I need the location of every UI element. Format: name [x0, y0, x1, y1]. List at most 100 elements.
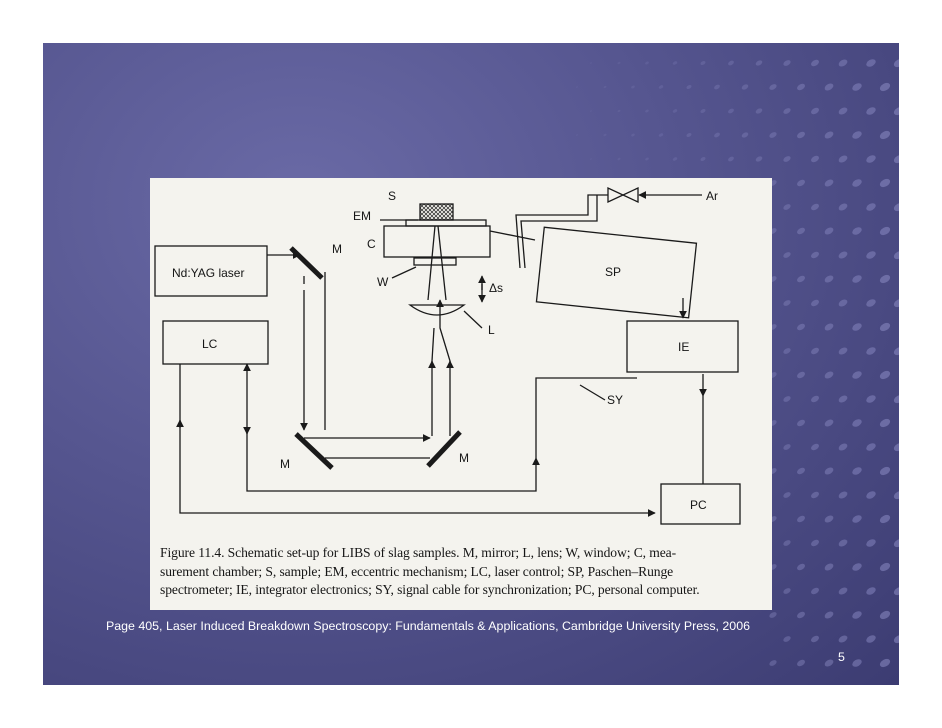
decorative-dot: [686, 84, 692, 90]
decorative-dot: [879, 226, 891, 236]
decorative-dot: [728, 108, 734, 114]
decorative-dot: [893, 634, 899, 644]
decorative-dot: [783, 492, 791, 498]
mirror-bottom-left: [294, 432, 334, 470]
decorative-dot: [852, 275, 862, 283]
computer-box: [660, 483, 741, 525]
slide: Nd:YAG laser LC SP IE PC M M M S EM C W …: [43, 43, 899, 685]
decorative-dot: [575, 86, 579, 88]
decorative-dot: [893, 538, 899, 548]
mirror-bottom-left-label: M: [280, 457, 290, 471]
caption-line: surement chamber; S, sample; EM, eccentr…: [160, 563, 674, 579]
decorative-dot: [589, 158, 593, 160]
decorative-dot: [672, 61, 678, 65]
decorative-dot: [866, 59, 876, 67]
decorative-dot: [879, 322, 891, 332]
decorative-dot: [852, 179, 862, 187]
decorative-dot: [797, 83, 805, 91]
decorative-dot: [797, 467, 805, 475]
decorative-dot: [893, 490, 899, 500]
decorative-dot: [852, 611, 862, 619]
decorative-dot: [824, 659, 834, 667]
decorative-dot: [589, 62, 593, 64]
decorative-dot: [838, 251, 848, 259]
decorative-dot: [879, 82, 891, 92]
decorative-dot: [852, 419, 862, 427]
mirror-top-label: M: [332, 242, 342, 256]
decorative-dot: [893, 202, 899, 212]
decorative-dot: [866, 539, 876, 547]
decorative-dot: [838, 203, 848, 211]
decorative-dot: [879, 610, 891, 620]
decorative-dot: [672, 157, 678, 161]
page-number: 5: [838, 650, 845, 664]
integrator-label: IE: [678, 340, 689, 354]
mirror-bottom-right: [426, 430, 462, 468]
sync-cable-label: SY: [607, 393, 623, 407]
decorative-dot: [783, 348, 791, 354]
decorative-dot: [797, 371, 805, 379]
decorative-dot: [783, 300, 791, 306]
decorative-dot: [741, 84, 749, 90]
decorative-dot: [700, 156, 706, 162]
decorative-dot: [866, 107, 876, 115]
decorative-dot: [838, 491, 848, 499]
decorative-dot: [811, 59, 819, 67]
laser-box: [154, 245, 268, 297]
caption-line: spectrometer; IE, integrator electronics…: [160, 582, 700, 597]
decorative-dot: [769, 660, 777, 666]
decorative-dot: [631, 133, 635, 137]
decorative-dot: [797, 515, 805, 523]
decorative-dot: [645, 61, 649, 65]
decorative-dot: [866, 299, 876, 307]
decorative-dot: [811, 443, 819, 451]
decorative-dot: [838, 155, 848, 163]
decorative-dot: [797, 227, 805, 235]
decorative-dot: [769, 84, 777, 90]
decorative-dot: [893, 106, 899, 116]
decorative-dot: [797, 275, 805, 283]
decorative-dot: [658, 133, 664, 137]
decorative-dot: [824, 83, 834, 91]
decorative-dot: [824, 371, 834, 379]
decorative-dot: [893, 586, 899, 596]
decorative-dot: [783, 444, 791, 450]
decorative-dot: [811, 491, 819, 499]
mirror-bottom-right-label: M: [459, 451, 469, 465]
decorative-dot: [852, 323, 862, 331]
decorative-dot: [811, 539, 819, 547]
decorative-dot: [824, 227, 834, 235]
decorative-dot: [714, 84, 720, 90]
decorative-dot: [811, 251, 819, 259]
sample-label: S: [388, 189, 396, 203]
decorative-dot: [603, 85, 607, 89]
decorative-dot: [838, 539, 848, 547]
decorative-dot: [797, 611, 805, 619]
decorative-dot: [797, 563, 805, 571]
decorative-dot: [783, 204, 791, 210]
decorative-dot: [838, 347, 848, 355]
decorative-dot: [755, 156, 763, 162]
decorative-dot: [645, 109, 649, 113]
decorative-dot: [783, 60, 791, 66]
integrator-box: [626, 320, 739, 373]
mirror-top: [289, 246, 324, 280]
decorative-dot: [617, 61, 621, 65]
sample-block: [419, 203, 454, 221]
decorative-dot: [755, 60, 763, 66]
decorative-dot: [811, 155, 819, 163]
decorative-dot: [893, 58, 899, 68]
eccentric-label: EM: [353, 209, 371, 223]
decorative-dot: [797, 419, 805, 427]
decorative-dot: [797, 323, 805, 331]
figure-image: Nd:YAG laser LC SP IE PC M M M S EM C W …: [150, 178, 772, 610]
decorative-dot: [852, 131, 862, 139]
decorative-dot: [879, 658, 891, 668]
decorative-dot: [824, 131, 834, 139]
decorative-dot: [617, 109, 621, 113]
argon-label: Ar: [706, 189, 718, 203]
decorative-dot: [811, 347, 819, 355]
decorative-dot: [838, 587, 848, 595]
decorative-dot: [631, 85, 635, 89]
decorative-dot: [824, 611, 834, 619]
